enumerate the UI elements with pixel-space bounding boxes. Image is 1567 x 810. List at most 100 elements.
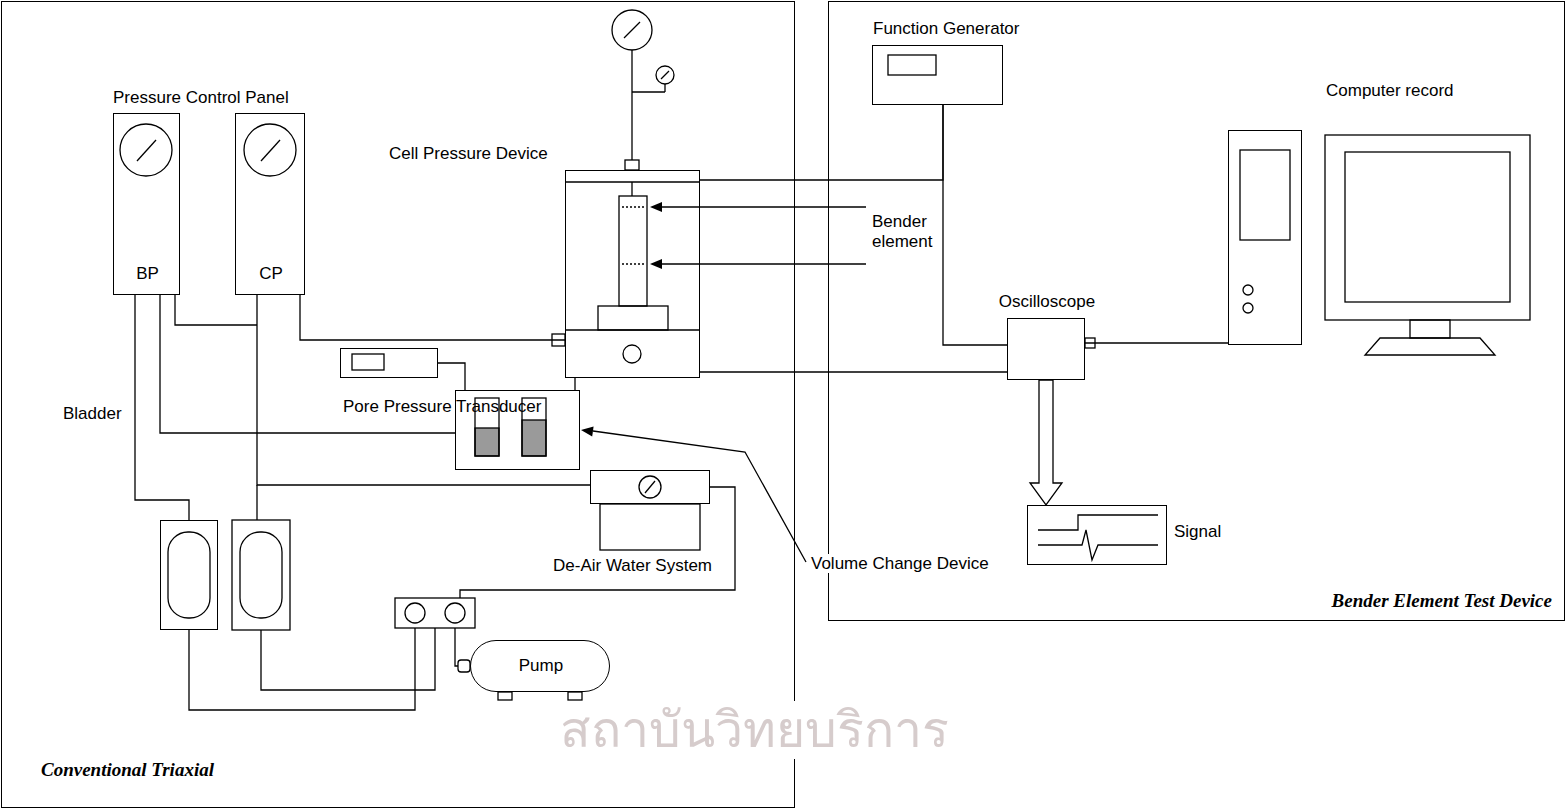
node-label: De-Air Water System: [553, 556, 712, 575]
bladder-housing: [232, 520, 290, 630]
text-holder: Function Generator: [873, 19, 1019, 39]
pipe: [261, 628, 435, 690]
transducer-display: [352, 354, 384, 370]
loading-rod: [631, 50, 632, 160]
arrowhead: [650, 259, 662, 269]
power-button: [1243, 285, 1253, 295]
displacement-dial: [656, 66, 674, 84]
connector-line: [438, 363, 465, 390]
pipe: [189, 628, 415, 710]
de-air-tank: [600, 504, 700, 550]
arrowhead: [581, 427, 594, 437]
transducer-box: Pore Pressure Transducer: [340, 348, 438, 378]
de-air-box: De-Air Water System: [590, 470, 710, 504]
connector: [700, 105, 943, 180]
panel-title: Bender Element Test Device: [1332, 590, 1552, 611]
monitor-neck: [1410, 320, 1450, 338]
water-level: [522, 420, 546, 456]
bender-element-top: [622, 206, 644, 207]
pressure-gauge: [639, 476, 661, 498]
soil-sample: [619, 196, 647, 306]
connector-line: [700, 105, 943, 180]
input-step-signal: [1038, 515, 1158, 530]
connector-line: [1085, 342, 1228, 343]
leader-line: [660, 206, 866, 207]
computer-tower: Computer record: [1228, 130, 1302, 345]
pump-leg: [498, 692, 512, 700]
text-holder: Pore Pressure Transducer: [343, 397, 541, 417]
regulator: [395, 598, 475, 628]
text-holder: BP: [114, 264, 181, 284]
text-holder: Signal: [1174, 522, 1221, 542]
monitor-screen: [1345, 152, 1510, 302]
dial-gauge: [612, 10, 652, 50]
gauge-box: BP: [113, 113, 180, 295]
pipe: [455, 628, 458, 666]
bladder-membrane: [240, 532, 282, 618]
panel-frame: Conventional Triaxial BP CP Cell Pressure D…: [1, 1, 795, 808]
text-holder: Conventional Triaxial: [41, 759, 214, 782]
node-label: BP: [136, 264, 159, 283]
block-arrow: [1030, 380, 1062, 505]
bladder-housing: Bladder: [160, 520, 218, 630]
drive-bay: [1240, 150, 1290, 240]
node-label: Oscilloscope: [999, 292, 1095, 311]
gauge-needle: [137, 140, 156, 161]
connector-line: [574, 378, 575, 390]
text-holder: Oscilloscope: [968, 292, 1126, 312]
cell-base: [565, 329, 700, 330]
pump-tank: Pump: [470, 640, 610, 692]
pedestal: [598, 306, 668, 330]
dial-stem: [664, 84, 665, 92]
connector: [575, 378, 576, 390]
connector-line: [700, 371, 1007, 372]
pressure-gauge: [244, 124, 296, 176]
text-holder: Pressure Control Panel: [113, 88, 289, 108]
connector: [438, 363, 465, 390]
received-signal: [1038, 530, 1158, 560]
monitor-frame: [1325, 135, 1530, 320]
node-label: Computer record: [1326, 81, 1454, 100]
pressure-gauge: [120, 124, 172, 176]
triaxial-cell: Cell Pressure Device: [565, 170, 700, 378]
text-holder: สถาบันวิทยบริการ: [560, 700, 949, 760]
pipe: [175, 295, 257, 325]
generator-display: [888, 55, 936, 75]
signal-box: Signal: [1027, 505, 1167, 565]
connector-line: [943, 105, 1007, 345]
text-holder: Bender element: [872, 212, 938, 253]
panel-heading: Pressure Control Panel: [113, 88, 289, 107]
generator-box: Function Generator: [872, 45, 1003, 105]
text-holder: Bender Element Test Device: [1332, 590, 1552, 613]
gauge-box: CP: [235, 113, 305, 295]
panel-frame: Bender Element Test Device Function Gener…: [828, 1, 1565, 621]
leader-line: [593, 431, 806, 562]
text-holder: Volume Change Device: [811, 554, 989, 574]
piston: [631, 182, 632, 196]
bladder-membrane: [168, 532, 210, 618]
regulator-gauge: [445, 603, 465, 623]
connector: [700, 372, 1007, 373]
gauge-needle: [661, 71, 669, 79]
node-label: CP: [259, 264, 283, 283]
power-button: [1243, 303, 1253, 313]
connector: [300, 295, 565, 340]
bender-element-bottom: [622, 263, 644, 264]
regulator-gauge: [405, 603, 425, 623]
oscilloscope-box: Oscilloscope: [1007, 318, 1085, 380]
connector-line: [257, 295, 590, 485]
connector-line: [135, 295, 189, 520]
node-label: Volume Change Device: [811, 554, 989, 573]
pipe: [256, 485, 257, 520]
text-holder: Computer record: [1326, 81, 1454, 101]
leader-line: [660, 263, 866, 264]
connector: [1030, 380, 1062, 505]
connector: [135, 295, 189, 520]
pump-nozzle: [458, 660, 470, 672]
watermark: สถาบันวิทยบริการ: [560, 701, 949, 759]
water-level: [475, 428, 499, 456]
arrowhead: [650, 202, 662, 212]
panel-title: Conventional Triaxial: [41, 759, 214, 780]
node-label: Pump: [519, 656, 563, 675]
